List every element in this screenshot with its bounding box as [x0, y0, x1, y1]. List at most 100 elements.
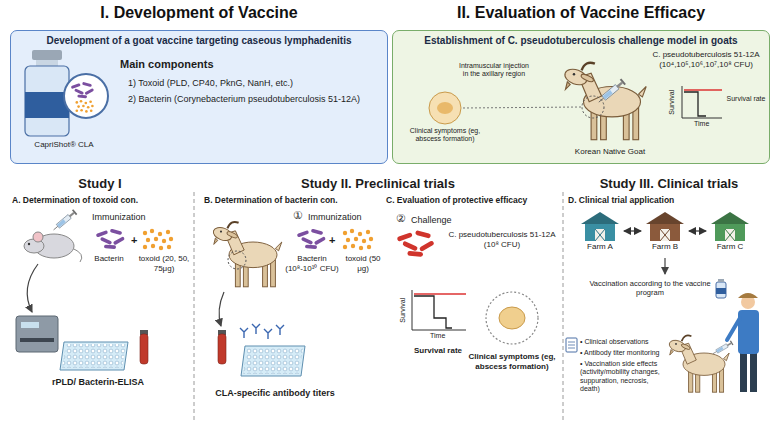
- challenge-study-art-part: [414, 293, 466, 294]
- figure-label: Time: [430, 332, 445, 340]
- bacterin-study-art-part: [297, 229, 326, 250]
- bacterin-study-art-part: [264, 329, 272, 339]
- toxoid-study-art-part: [62, 344, 126, 368]
- challenge-model-art-part: [463, 107, 581, 108]
- section-heading: II. Evaluation of Vaccine Efficacy: [383, 3, 779, 23]
- figure-heading: B. Determination of bacterin con.: [204, 195, 384, 205]
- vaccine-vial-part: [64, 74, 108, 118]
- clinical-trial-art-part: [568, 348, 575, 349]
- vaccine-vial-part: [36, 60, 58, 66]
- bacterin-study-art-part: [218, 330, 226, 364]
- section-divider-part: [563, 192, 564, 420]
- figure-label: Survival rate: [725, 95, 767, 103]
- challenge-model-art-part: [582, 96, 604, 118]
- figure-label: ②: [396, 212, 406, 225]
- figure-heading: +: [131, 234, 137, 247]
- toxoid-study-art-part: [24, 232, 82, 262]
- axis-label: Survival: [399, 298, 407, 323]
- figure-label: Immunization: [92, 212, 182, 223]
- farm-label: Farm B: [643, 242, 687, 252]
- figure-label: C. pseudotuberculosis 51-12A (10⁴,10⁵,10…: [648, 50, 764, 69]
- figure-label: CapriShot® CLA: [14, 140, 114, 150]
- vaccine-vial-part: [32, 50, 62, 60]
- clinical-trial-art-part: [716, 288, 726, 294]
- figure-heading: Survival rate: [398, 346, 478, 356]
- figure-heading: Study I: [10, 176, 190, 192]
- figure-label: Bacterin (10⁸-10¹⁰ CFU): [283, 254, 341, 273]
- bacterin-study-art-part: [228, 251, 246, 269]
- vaccine-vial-part: [71, 82, 94, 98]
- toxoid-study-art-part: [143, 229, 173, 250]
- barn-wall: [585, 223, 615, 241]
- clinical-trial-art-part: [727, 318, 740, 340]
- bacterin-study-art-part: [241, 346, 305, 376]
- figure-label: Clinical symptoms (eg, abscess formation…: [400, 127, 490, 144]
- figure-label: ①: [293, 209, 303, 222]
- barn-wall: [715, 223, 745, 241]
- figure-label: • Clinical observations: [580, 338, 664, 346]
- clinical-trial-art-part: [568, 342, 575, 343]
- panel-title: Establishment of C. pseudotuberculosis c…: [393, 31, 769, 47]
- challenge-model-art-part: [437, 102, 453, 114]
- toxoid-study-art-part: [96, 229, 125, 250]
- challenge-model-art-part: [429, 92, 461, 124]
- bacterin-study-art-part: [343, 229, 373, 250]
- figure-label: 1) Toxoid (PLD, CP40, PknG, NanH, etc.): [128, 78, 378, 89]
- bacterin-study-art: [212, 222, 374, 376]
- figure-label: Time: [694, 120, 709, 128]
- figure-label: • Vaccination side effects (activity/mob…: [580, 360, 664, 394]
- challenge-study-art-part: [486, 292, 538, 344]
- barn-door-cross: [595, 229, 605, 241]
- figure-heading: +: [329, 234, 335, 247]
- toxoid-study-art: [16, 209, 173, 370]
- clinical-trial-art-part: [718, 279, 724, 282]
- barn-door-cross: [725, 229, 735, 241]
- figure-heading: Study II. Preclinical trials: [196, 176, 560, 192]
- barn-roof: [711, 212, 749, 224]
- vaccine-vial: [25, 50, 108, 136]
- bacterin-study-art-part: [276, 325, 284, 335]
- section-heading: I. Development of Vaccine: [1, 3, 397, 23]
- figure-heading: D. Clinical trial application: [568, 195, 768, 205]
- bacterin-study-art-part: [252, 324, 260, 334]
- barn-door: [725, 229, 735, 241]
- axis-label: Survival: [668, 90, 676, 115]
- farm-node: Farm B: [643, 210, 687, 252]
- farm-label: Farm A: [578, 242, 622, 252]
- challenge-model-art-part: [682, 86, 722, 118]
- clinical-trial-art-part: [566, 338, 577, 352]
- figure-heading: C. Evaluation of protective efficacy: [386, 195, 562, 205]
- clinical-trial-art-part: [738, 293, 758, 298]
- toxoid-study-art-part: [20, 338, 54, 342]
- clinical-trial-art-part: [712, 340, 734, 355]
- figure-label: toxoid (50 μg): [341, 254, 385, 273]
- figure-label: C. pseudotuberculosis 51-12A (10⁸ CFU): [446, 230, 558, 249]
- barn-door-cross: [660, 229, 670, 241]
- challenge-study-art-part: [412, 290, 466, 330]
- toxoid-study-art-part: [27, 264, 38, 312]
- toxoid-study-art-part: [60, 342, 128, 370]
- toxoid-study-art-part: [21, 322, 39, 328]
- figure-label: 2) Bacterin (Corynebacterium pseudotuber…: [128, 94, 378, 105]
- vaccine-vial-part: [75, 100, 93, 113]
- clinical-trial-art-part: [740, 352, 747, 392]
- bacterin-study-art-part: [219, 292, 224, 326]
- challenge-model-art-part: [563, 63, 646, 140]
- bacterin-study-art-part: [240, 328, 248, 338]
- challenge-model-art-part: [684, 92, 706, 116]
- panel-title: Development of a goat vaccine targeting …: [11, 31, 387, 47]
- figure-heading: Main components: [120, 58, 320, 71]
- challenge-model-art-part: [684, 89, 722, 90]
- section-divider-part: [194, 192, 195, 420]
- farm-node: Farm A: [578, 210, 622, 252]
- figure-label: Bacterin: [88, 254, 130, 264]
- figure-label: Challenge: [411, 215, 491, 226]
- challenge-model-art-part: [596, 79, 625, 105]
- clinical-trial-art-part: [568, 345, 575, 346]
- section-divider: [194, 192, 563, 420]
- figure-label: toxoid (20, 50, 75μg): [136, 254, 192, 273]
- farm-node: Farm C: [708, 210, 752, 252]
- clinical-trial-art-part: [716, 282, 726, 298]
- clinical-trial-art-part: [668, 335, 729, 392]
- toxoid-study-art-part: [52, 209, 78, 232]
